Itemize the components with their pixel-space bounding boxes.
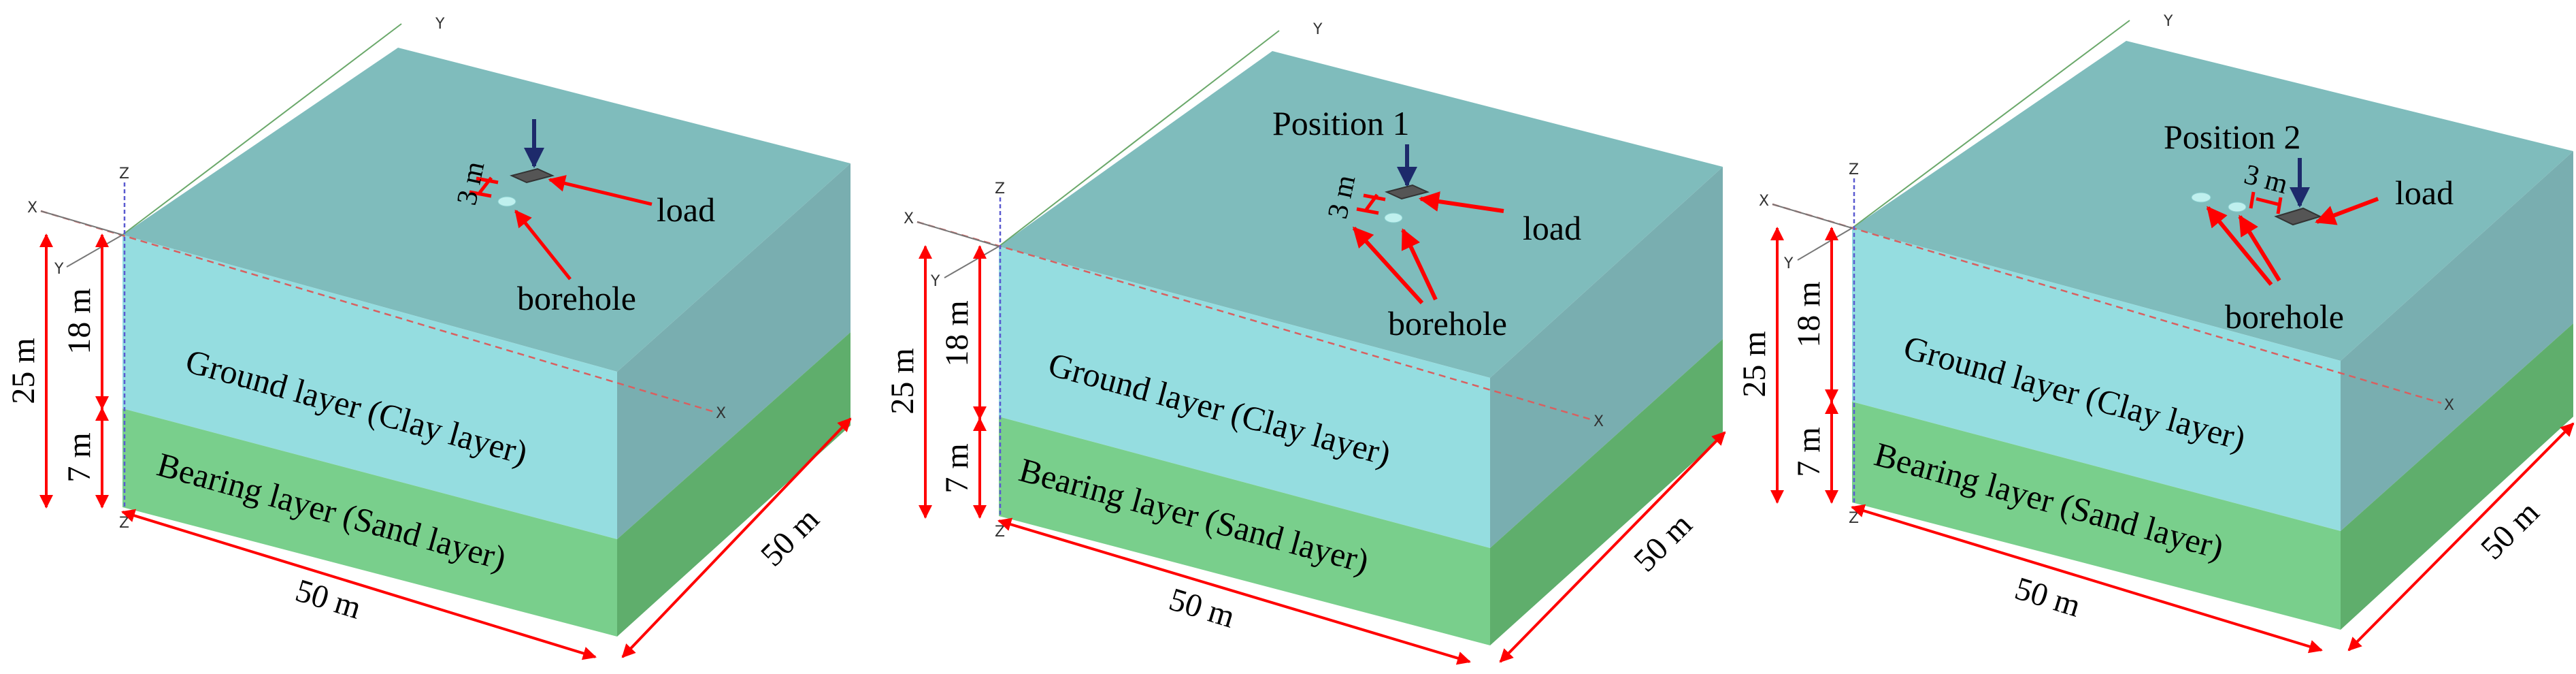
width-label: 50 m: [291, 573, 365, 626]
spacing-dim-tick-b: [469, 190, 492, 198]
borehole-1: [2191, 192, 2211, 203]
borehole-pointer-arrow-b: [1401, 228, 1438, 301]
width-label: 50 m: [2011, 571, 2085, 624]
width-arrow: [997, 517, 1471, 665]
spacing-dim-tick-a: [1363, 193, 1386, 202]
depth-sand-label: 7 m: [939, 443, 975, 493]
z-axis-label-top: Z: [1849, 161, 1859, 178]
y-axis-line: [998, 30, 1280, 247]
load-pointer-arrow: [1419, 191, 1504, 213]
position-label: Position 1: [1272, 104, 1409, 142]
x-axis-line-back: [40, 210, 123, 236]
x-axis-line: [1772, 203, 2442, 404]
x-axis-line-back: [1772, 204, 1853, 229]
y-axis-label: Y: [2163, 13, 2173, 30]
x-axis-line: [40, 210, 715, 413]
x-axis-label: X: [904, 210, 914, 227]
x-axis-label-end: X: [1594, 413, 1604, 430]
length-arrow: [1499, 431, 1726, 663]
x-axis-line-back: [917, 221, 1000, 247]
load-label: load: [1523, 209, 1581, 247]
load-label: load: [657, 191, 715, 229]
x-axis-line: [917, 221, 1591, 421]
spacing-dim-tick-a: [2249, 191, 2256, 209]
borehole-pointer-arrow-b: [2238, 214, 2281, 282]
load-label: load: [2395, 174, 2454, 212]
top-face: [999, 51, 1723, 378]
position-label: Position 2: [2164, 118, 2300, 156]
spacing-dim-line: [2256, 197, 2279, 206]
panel-3: Y X X Y Z Z Position 2 3 m load borehole…: [1736, 13, 2575, 654]
z-axis-label-bottom: Z: [119, 515, 129, 532]
depth-total-label: 25 m: [885, 348, 921, 414]
top-face: [122, 48, 851, 372]
borehole-pointer-arrow-a: [2206, 206, 2273, 286]
clay-front-face: [1852, 228, 2341, 531]
borehole-1: [1384, 212, 1403, 223]
borehole-pointer-arrow-a: [1352, 226, 1424, 305]
x-axis-label: X: [27, 199, 37, 216]
depth-clay-label: 18 m: [61, 288, 97, 354]
depth-total-label: 25 m: [5, 338, 42, 404]
borehole-pointer-arrow: [514, 210, 572, 280]
x-axis-label-end: X: [716, 405, 726, 422]
x-axis-label-end: X: [2444, 397, 2454, 414]
y-axis-line: [1851, 20, 2130, 229]
length-arrow: [2347, 422, 2575, 652]
x-axis-label: X: [1759, 193, 1769, 210]
y-axis-label-front: Y: [54, 261, 64, 278]
top-face: [1852, 41, 2573, 361]
borehole-label: borehole: [1388, 304, 1507, 342]
borehole-2: [2228, 202, 2247, 212]
y-axis-stub: [944, 246, 1000, 278]
y-axis-label: Y: [435, 16, 445, 33]
y-axis-line: [122, 23, 402, 236]
z-axis-label-top: Z: [119, 165, 129, 182]
borehole-label: borehole: [517, 279, 636, 317]
y-axis-stub: [66, 234, 123, 268]
y-axis-label-front: Y: [1783, 255, 1794, 272]
depth-total-label: 25 m: [1736, 331, 1772, 397]
spacing-dim-tick-b: [2276, 197, 2283, 214]
clay-front-face: [122, 235, 617, 539]
depth-sand-label: 7 m: [1791, 427, 1827, 477]
load-pointer-arrow: [548, 175, 653, 206]
y-axis-label: Y: [1312, 21, 1323, 38]
borehole-1: [497, 196, 516, 207]
y-axis-label-front: Y: [930, 273, 940, 290]
length-label: 50 m: [1627, 507, 1699, 579]
depth-clay-label: 18 m: [939, 300, 975, 366]
spacing-dim-tick-a: [476, 176, 499, 184]
depth-sand-label: 7 m: [61, 432, 97, 482]
width-arrow: [1851, 504, 2323, 654]
spacing-dim-tick-b: [1356, 207, 1379, 215]
borehole-label: borehole: [2225, 298, 2344, 336]
z-axis-label-bottom: Z: [1849, 510, 1859, 527]
panel-2: Y X X Y Z Z Position 1 3 m load borehole…: [885, 21, 1726, 665]
clay-front-face: [999, 246, 1490, 548]
z-axis-label-top: Z: [995, 180, 1005, 197]
y-axis-stub: [1797, 227, 1853, 261]
length-arrow: [621, 417, 852, 658]
length-label: 50 m: [2474, 494, 2546, 566]
load-pointer-arrow: [2315, 197, 2379, 225]
z-axis-label-bottom: Z: [995, 524, 1005, 541]
panel-1: Y X X Y Z Z 3 m load borehole Ground lay…: [5, 16, 852, 660]
width-arrow: [121, 509, 597, 660]
length-label: 50 m: [754, 501, 826, 573]
depth-clay-label: 18 m: [1791, 281, 1827, 347]
